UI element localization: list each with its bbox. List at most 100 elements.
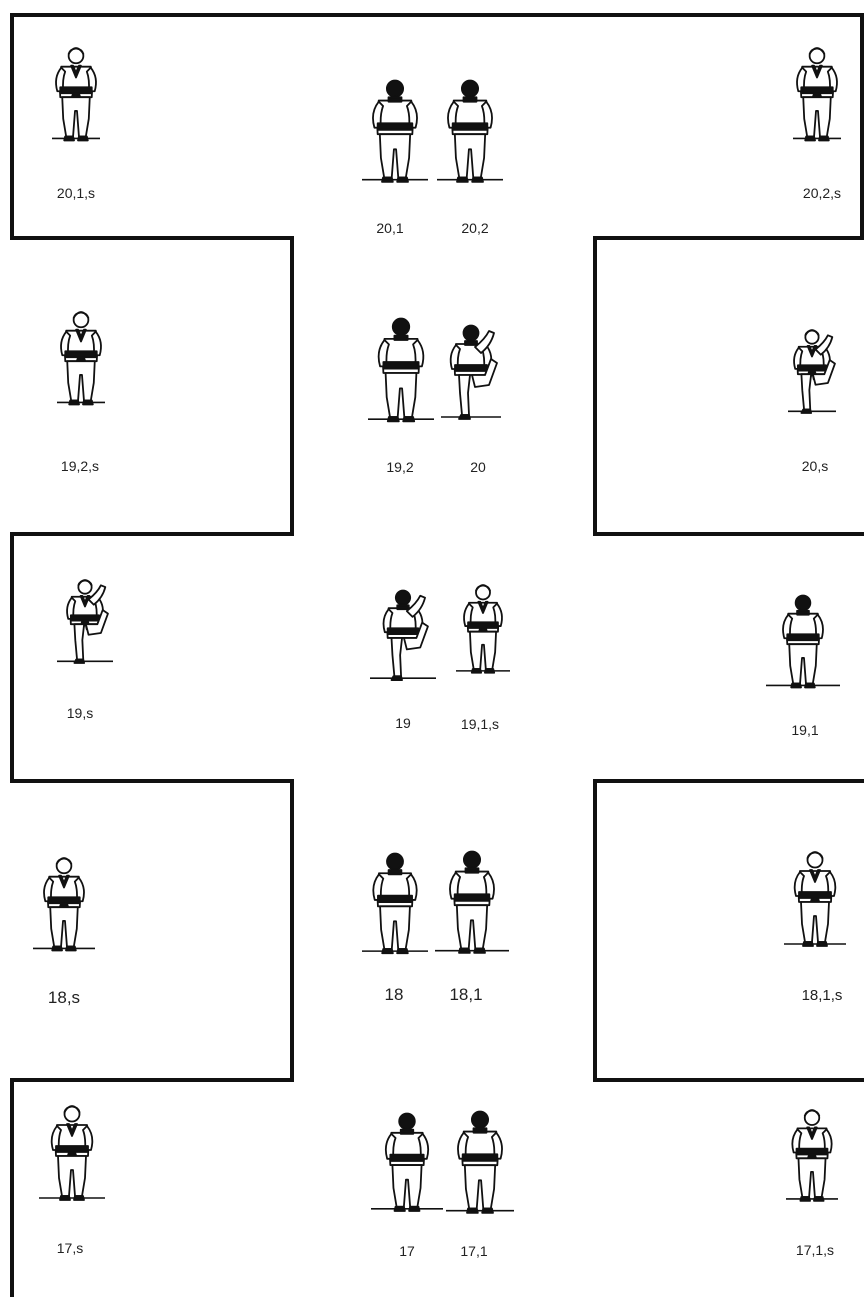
right-arm	[407, 102, 417, 128]
left-arm	[464, 604, 473, 626]
frame-line	[595, 238, 862, 1080]
figure-17-s: 17,s	[39, 1106, 105, 1256]
trousers	[470, 632, 496, 669]
jacket	[55, 1125, 89, 1156]
left-arm	[783, 615, 792, 639]
step-label: 17,s	[57, 1240, 83, 1256]
raised-arm	[816, 335, 833, 354]
step-label: 17,1,s	[796, 1242, 834, 1258]
standing-leg	[801, 374, 811, 409]
step-label: 20,2	[461, 220, 488, 236]
hair	[74, 312, 89, 318]
martial-artist-front-view	[44, 858, 84, 950]
right-arm	[83, 1126, 92, 1150]
standing-leg	[74, 624, 84, 659]
jacket	[798, 871, 832, 902]
left-arm	[458, 1133, 468, 1159]
figure-19-s: 19,s	[57, 580, 113, 721]
kicking-leg	[404, 623, 428, 650]
right-arm	[814, 615, 823, 639]
jacket	[454, 344, 488, 375]
collar	[81, 596, 90, 607]
belt	[383, 362, 418, 369]
left-arm	[450, 873, 460, 899]
jacket	[377, 101, 414, 135]
collar	[466, 868, 479, 872]
jacket	[797, 347, 827, 374]
left-arm	[794, 348, 802, 369]
head	[396, 590, 410, 604]
trousers	[50, 907, 78, 946]
martial-artist-front-view	[795, 852, 836, 946]
belt	[60, 87, 91, 93]
collar	[389, 870, 402, 874]
martial-artist-back-view	[386, 1114, 428, 1211]
belt-knot	[811, 93, 823, 103]
hair	[69, 48, 84, 54]
collar	[464, 97, 477, 101]
frame-line	[12, 15, 862, 1295]
figure-20-2: 20,2	[437, 81, 503, 236]
hair	[808, 852, 823, 858]
trousers	[380, 134, 410, 177]
jacket	[377, 873, 413, 906]
martial-artist-front-view	[67, 580, 108, 663]
head	[78, 580, 91, 593]
right-arm	[484, 873, 494, 899]
left-arm	[373, 874, 383, 900]
figure-17-1-s: 17,1,s	[786, 1110, 838, 1258]
right-arm	[492, 1133, 502, 1159]
jacket	[64, 331, 97, 361]
standing-leg	[459, 375, 470, 415]
figure-19-1-s: 19,1,s	[456, 585, 510, 732]
belt	[378, 896, 412, 902]
belt	[463, 1154, 498, 1161]
step-label: 17	[399, 1243, 415, 1259]
hair	[810, 48, 825, 54]
belt	[378, 123, 413, 129]
collar	[389, 97, 402, 101]
figure-19-2: 19,2	[368, 319, 434, 475]
left-arm	[448, 102, 458, 128]
trousers	[67, 361, 95, 400]
martial-artist-front-view	[61, 312, 101, 404]
jacket	[452, 101, 489, 135]
right-arm	[482, 345, 491, 369]
head	[810, 48, 825, 63]
figure-19: 19	[370, 590, 436, 731]
right-arm	[92, 332, 101, 356]
collar	[797, 611, 809, 615]
jacket	[454, 872, 491, 906]
head	[393, 319, 410, 336]
raised-arm	[475, 331, 494, 353]
martial-artist-back-view	[384, 590, 428, 680]
martial-artist-back-view	[451, 326, 497, 420]
belt	[797, 1149, 828, 1155]
belt-knot	[806, 1154, 818, 1164]
step-label: 18	[385, 985, 404, 1004]
belt	[801, 87, 832, 93]
figure-20-1-s: 20,1,s	[52, 48, 100, 201]
figure-20-s: 20,s	[788, 330, 836, 474]
martial-artist-back-view	[450, 852, 494, 953]
figure-20: 20	[441, 326, 501, 476]
head	[464, 852, 480, 868]
head	[808, 853, 823, 868]
martial-artist-back-view	[373, 81, 417, 182]
figure-19-1: 19,1	[766, 595, 840, 738]
step-label: 19	[395, 715, 411, 731]
raised-arm	[89, 585, 106, 604]
belt	[455, 894, 490, 901]
martial-artist-back-view	[448, 81, 492, 182]
figure-18-1: 18,1	[435, 852, 509, 1004]
right-arm	[823, 1129, 832, 1152]
step-label: 20,1,s	[57, 185, 95, 201]
collar	[401, 1130, 414, 1134]
martial-artist-back-view	[458, 1112, 502, 1213]
figure-20-1: 20,1	[362, 81, 428, 236]
collar	[76, 330, 86, 342]
hair	[805, 1110, 820, 1116]
figure-17: 17	[371, 1114, 443, 1259]
trousers	[386, 373, 417, 417]
collar	[807, 1127, 817, 1139]
